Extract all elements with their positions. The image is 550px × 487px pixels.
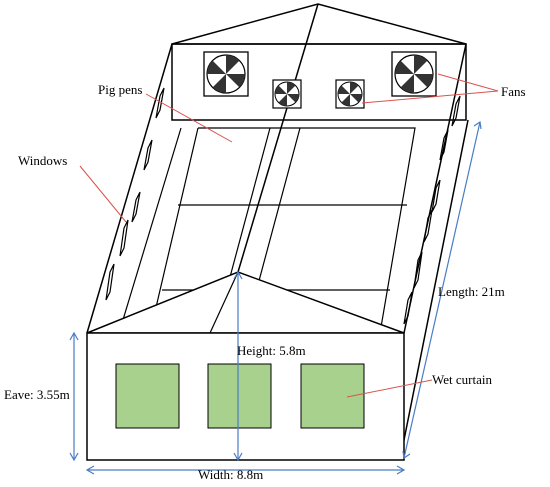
dimension-lines	[69, 120, 482, 475]
window-icon	[451, 95, 461, 127]
wet-curtain-label: Wet curtain	[432, 372, 492, 387]
eave-arrows	[69, 331, 79, 462]
wet-curtain-panel	[115, 363, 180, 429]
height-label: Height: 5.8m	[237, 343, 306, 358]
height-arrows	[233, 270, 243, 462]
pen-outer-frame	[198, 127, 416, 334]
pen-left-line	[149, 127, 199, 334]
windows-label: Windows	[18, 153, 67, 168]
width-arrows	[85, 465, 406, 475]
width-label: Width: 8.8m	[198, 467, 263, 482]
window-icon	[423, 209, 433, 243]
wet-curtain-leader	[346, 379, 433, 398]
wet-curtain-panel	[300, 363, 365, 429]
fans-leader-2	[361, 90, 499, 104]
length-arrows	[402, 120, 482, 460]
back-gable	[171, 3, 467, 45]
pig-pens-leader	[145, 93, 233, 143]
length-dimension	[403, 121, 481, 459]
right-windows	[403, 95, 461, 325]
window-icon	[403, 291, 413, 325]
roof-ridge-line	[237, 3, 319, 273]
exhaust-fans	[203, 51, 437, 109]
left-windows	[105, 87, 165, 301]
exhaust-fan-icon	[203, 51, 249, 97]
window-icon	[439, 129, 449, 161]
pig-pens-label: Pig pens	[98, 82, 142, 97]
exhaust-fan-icon	[335, 79, 365, 109]
eave-label: Eave: 3.55m	[4, 387, 70, 402]
left-eave-line	[86, 43, 173, 334]
leader-lines	[79, 73, 499, 398]
windows-leader	[79, 165, 127, 223]
wet-curtain-panel	[207, 363, 272, 429]
window-icon	[143, 139, 153, 171]
window-icon	[119, 219, 129, 257]
pen-left-outer-line	[118, 127, 182, 334]
exhaust-fan-icon	[272, 79, 302, 109]
length-label: Length: 21m	[438, 284, 505, 299]
fans-leader-1	[437, 73, 499, 92]
wet-curtains	[115, 363, 365, 429]
exhaust-fan-icon	[391, 51, 437, 97]
window-icon	[105, 263, 115, 301]
labels: Pig pens Windows Fans Length: 21m Height…	[4, 82, 526, 482]
front-gable-line	[209, 271, 239, 334]
window-icon	[131, 191, 141, 223]
fans-label: Fans	[501, 84, 526, 99]
window-icon	[413, 251, 423, 289]
right-base-line	[399, 119, 469, 461]
